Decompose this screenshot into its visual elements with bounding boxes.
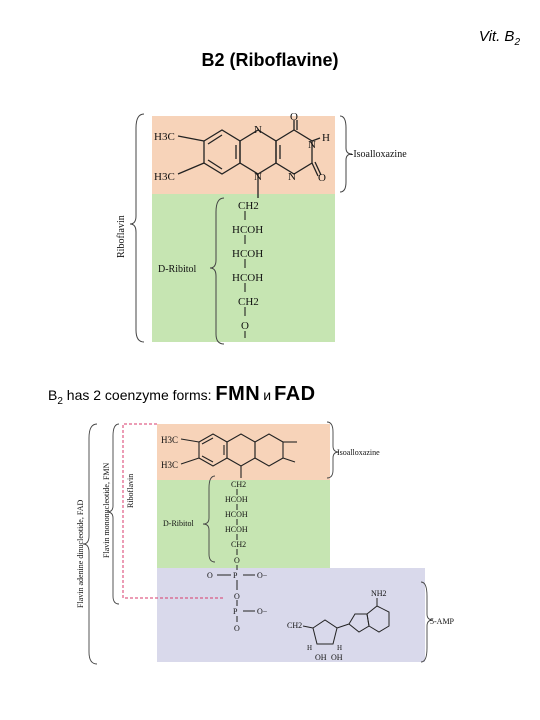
ribitol-brace xyxy=(209,197,225,345)
ribitol-label: D-Ribitol xyxy=(158,264,197,275)
chain-group: O xyxy=(241,320,249,332)
chain-group: CH2 xyxy=(238,200,259,212)
chain-group: HCOH xyxy=(232,248,263,260)
riboflavin-structure: H3C H3C N N N N O O H -Isoalloxazine Rib… xyxy=(116,111,407,345)
ring-system xyxy=(180,433,297,478)
oxygen-atom: O xyxy=(290,111,298,123)
nitrogen-atom: N xyxy=(308,139,316,151)
isoalloxazine-region xyxy=(152,116,335,194)
fad-label: FAD xyxy=(274,383,316,405)
nitrogen-atom: N xyxy=(288,171,296,183)
riboflavin-brace xyxy=(129,113,145,343)
ribitol-label: D-Ribitol xyxy=(163,519,194,528)
bridge-oxygen: O xyxy=(234,592,240,601)
hydroxyl-group: OH xyxy=(315,653,327,662)
methyl-lower: H3C xyxy=(154,171,175,183)
oxygen-atom: O xyxy=(318,172,326,184)
fad-full-label: Flavin adenine dinucleotide, FAD xyxy=(76,500,85,608)
hydroxyl-group: OH xyxy=(331,653,343,662)
chain-group: O xyxy=(234,556,240,565)
slide-title: B2 (Riboflavine) xyxy=(201,50,339,70)
phosphate-bonds xyxy=(217,565,255,622)
isoalloxazine-brace xyxy=(339,115,353,193)
chain-group: CH2 xyxy=(231,480,246,489)
ring-system xyxy=(177,120,322,198)
phosphate-oxygen: O xyxy=(207,571,213,580)
riboflavin-label: Riboflavin xyxy=(126,474,135,508)
ribitol-region xyxy=(152,194,335,342)
isoalloxazine-brace xyxy=(326,421,340,479)
nitrogen-atom: N xyxy=(254,124,262,136)
amp-region xyxy=(157,568,425,662)
amine-group: NH2 xyxy=(371,589,387,598)
chain-group: HCOH xyxy=(225,495,248,504)
phosphate-atom: P xyxy=(233,571,238,580)
phosphate-oxygen-minus: O− xyxy=(257,571,268,580)
isoalloxazine-label: -Isoalloxazine xyxy=(350,149,407,160)
fmn-full-label: Flavin mononucleotide, FMN xyxy=(102,462,111,558)
ribose-ring xyxy=(302,619,350,645)
chain-group: CH2 xyxy=(238,296,259,308)
fmn-connector xyxy=(122,423,225,599)
ribitol-region xyxy=(157,480,330,568)
hydrogen-atom: H xyxy=(307,644,312,652)
slide-corner-label: Vit. B2 xyxy=(478,28,520,48)
riboflavin-label: Riboflavin xyxy=(116,215,127,258)
adenine-rings xyxy=(348,598,390,633)
chain-group: HCOH xyxy=(232,272,263,284)
methyl-lower: H3C xyxy=(161,460,178,470)
nitrogen-atom: N xyxy=(254,171,262,183)
phosphate-oxygen-minus: O− xyxy=(257,607,268,616)
amp-brace xyxy=(420,581,434,663)
ribitol-brace xyxy=(202,475,216,563)
fmn-brace xyxy=(106,423,120,605)
phosphate-atom: P xyxy=(233,607,238,616)
chain-group: HCOH xyxy=(232,224,263,236)
fmn-label: FMN xyxy=(215,383,261,405)
chain-group: HCOH xyxy=(225,525,248,534)
methyl-upper: H3C xyxy=(154,131,175,143)
fad-structure: H3C H3C Isoalloxazine Riboflavin Flavin … xyxy=(76,421,455,665)
amp-label: 5-AMP xyxy=(430,617,455,626)
isoalloxazine-label: Isoalloxazine xyxy=(337,448,380,457)
isoalloxazine-region xyxy=(157,424,330,480)
bridge-oxygen: O xyxy=(234,624,240,633)
chain-group: CH2 xyxy=(231,540,246,549)
ribose-ch2: CH2 xyxy=(287,621,302,630)
hydrogen-atom: H xyxy=(322,132,330,144)
hydrogen-atom: H xyxy=(337,644,342,652)
chain-group: HCOH xyxy=(225,510,248,519)
methyl-upper: H3C xyxy=(161,435,178,445)
fad-brace xyxy=(82,423,98,665)
